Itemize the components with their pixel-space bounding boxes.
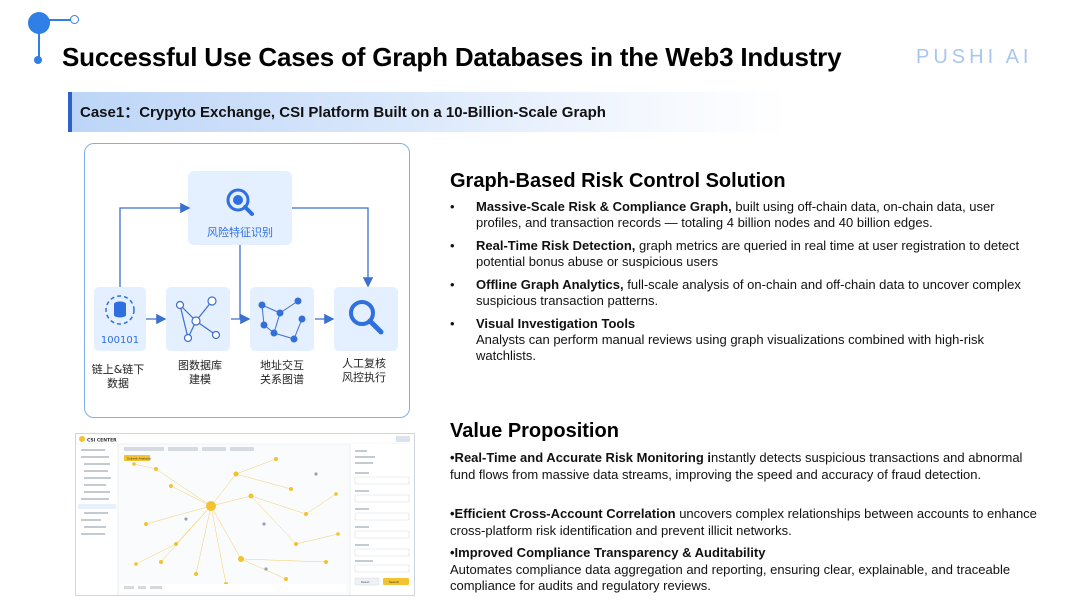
slide-title: Successful Use Cases of Graph Databases …	[62, 42, 842, 72]
bullet-text: Analysts can perform manual reviews usin…	[476, 332, 984, 363]
node-label: 地址交互	[260, 358, 304, 372]
data-source-node	[94, 287, 146, 351]
decor-line	[48, 19, 71, 21]
bullet-bold: Real-Time Risk Detection,	[476, 238, 636, 253]
magnifier-icon	[349, 300, 384, 335]
relationship-graph-icon	[258, 297, 306, 343]
node-label: 数据	[107, 376, 129, 390]
node-label: 风控执行	[342, 370, 386, 384]
filter-button[interactable]	[124, 455, 150, 461]
decor-dot	[34, 56, 42, 64]
connector-arrow	[119, 202, 191, 288]
bullet-text: built using off-chain data, on-chain dat…	[476, 199, 995, 230]
bullet-dot: •	[450, 238, 455, 253]
reset-button[interactable]	[354, 577, 380, 586]
search-analytics-icon	[226, 188, 254, 216]
value-item-bold: •Improved Compliance Transparency & Audi…	[450, 545, 766, 560]
app-logo-icon	[79, 436, 85, 442]
bullet-dot: •	[450, 199, 455, 214]
risk-bullet: • Real-Time Risk Detection, graph metric…	[450, 238, 1030, 272]
risk-solution-heading: Graph-Based Risk Control Solution	[450, 170, 786, 192]
bullet-bold: Massive-Scale Risk & Compliance Graph,	[476, 199, 732, 214]
decor-dot	[28, 12, 50, 34]
risk-bullet: • Massive-Scale Risk & Compliance Graph,…	[450, 199, 1030, 233]
bullet-text: full-scale analysis of on-chain and off-…	[476, 277, 1021, 308]
graph-network-icon	[175, 296, 221, 343]
node-label: 图数据库	[178, 358, 222, 372]
case-title: Case1：Crypyto Exchange, CSI Platform Bui…	[80, 104, 606, 121]
value-proposition-heading: Value Proposition	[450, 420, 619, 442]
value-item: •Improved Compliance Transparency & Audi…	[450, 545, 1040, 595]
case-banner	[68, 92, 788, 132]
bullet-bold: Offline Graph Analytics,	[476, 277, 624, 292]
value-item: •Real-Time and Accurate Risk Monitoring …	[450, 450, 1040, 483]
manual-review-node	[334, 287, 398, 351]
risk-bullet: • Offline Graph Analytics, full-scale an…	[450, 277, 1030, 311]
value-item-text: Automates compliance data aggregation an…	[450, 561, 1011, 594]
node-label: 人工复核	[342, 356, 386, 370]
app-name: CSI CENTER	[87, 438, 117, 444]
bullet-bold: Visual Investigation Tools	[476, 316, 636, 331]
value-item-text: nstantly detects suspicious transactions…	[450, 450, 1023, 482]
connector-arrow	[292, 207, 374, 288]
value-item-bold: •Efficient Cross-Account Correlation	[450, 506, 676, 521]
bullet-dot: •	[450, 316, 455, 331]
value-item-bold: •Real-Time and Accurate Risk Monitoring …	[450, 450, 711, 465]
risk-feature-label: 风险特征识别	[207, 225, 273, 239]
bullet-dot: •	[450, 277, 455, 292]
search-button-label: Search	[389, 580, 399, 584]
risk-feature-node	[188, 171, 292, 245]
decor-line	[38, 32, 40, 58]
database-icon	[105, 295, 135, 325]
value-item-text: uncovers complex relationships between a…	[450, 506, 1037, 538]
case-banner-accent	[68, 92, 72, 132]
filter-button-label: Submit Analysis	[127, 457, 151, 461]
brand-logo-text: PUSHI AI	[916, 46, 1033, 68]
node-label: 链上&链下	[92, 362, 145, 376]
flow-diagram: 风险特征识别 100101 链上&链下 数据 图数据库 建模 地址交互 关系图谱	[92, 171, 398, 390]
reset-button-label: Reset	[361, 580, 370, 584]
investigation-tool-screenshot: CSI CENTER Submit Analysis	[75, 433, 415, 596]
node-label: 建模	[189, 372, 211, 386]
bullet-text: graph metrics are queried in real time a…	[476, 238, 1020, 269]
screenshot-graphic: CSI CENTER Submit Analysis	[76, 434, 414, 595]
search-button[interactable]	[383, 578, 409, 585]
node-label: 关系图谱	[260, 372, 304, 386]
value-item: •Efficient Cross-Account Correlation unc…	[450, 506, 1040, 539]
data-code: 100101	[101, 335, 139, 346]
decor-ring	[70, 15, 79, 24]
